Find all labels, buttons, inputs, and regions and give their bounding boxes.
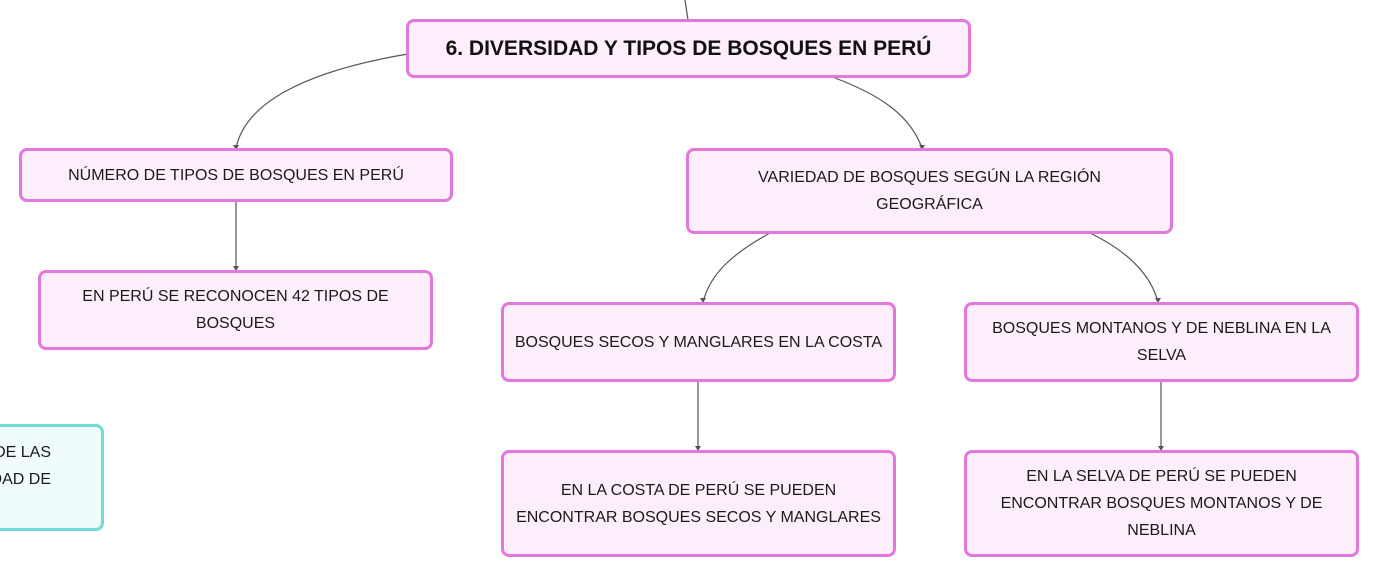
- arrowhead-left-child: [233, 266, 239, 271]
- connector-root-right: [834, 77, 923, 149]
- node-bosques-selva[interactable]: BOSQUES MONTANOS Y DE NEBLINA EN LA SELV…: [964, 302, 1359, 382]
- node-partial-offscreen-text: A DE LAS DAD DE: [0, 439, 51, 493]
- partial-line-2: DAD DE: [0, 471, 51, 488]
- partial-line-1: A DE LAS: [0, 444, 51, 461]
- node-costa-detalle-text: EN LA COSTA DE PERÚ SE PUEDEN ENCONTRAR …: [516, 481, 881, 526]
- connector-root-left: [235, 53, 409, 149]
- arrowhead-jungle: [1155, 298, 1161, 303]
- node-42-tipos[interactable]: EN PERÚ SE RECONOCEN 42 TIPOS DE BOSQUES: [38, 270, 433, 350]
- node-42-tipos-text: EN PERÚ SE RECONOCEN 42 TIPOS DE BOSQUES: [82, 288, 389, 332]
- root-node[interactable]: 6. DIVERSIDAD Y TIPOS DE BOSQUES EN PERÚ: [406, 19, 971, 78]
- arrowhead-coast-child: [695, 446, 701, 451]
- connector-right-coast: [702, 232, 771, 303]
- arrowhead-jungle-child: [1158, 446, 1164, 451]
- connector-right-jungle: [1089, 232, 1159, 303]
- node-bosques-costa-text: BOSQUES SECOS Y MANGLARES EN LA COSTA: [514, 333, 883, 351]
- node-bosques-selva-text: BOSQUES MONTANOS Y DE NEBLINA EN LA SELV…: [992, 320, 1331, 364]
- node-variedad-region-text: VARIEDAD DE BOSQUES SEGÚN LA REGIÓN GEOG…: [758, 169, 1101, 213]
- node-variedad-region[interactable]: VARIEDAD DE BOSQUES SEGÚN LA REGIÓN GEOG…: [686, 148, 1173, 234]
- arrowhead-coast: [700, 298, 706, 303]
- root-node-text: 6. DIVERSIDAD Y TIPOS DE BOSQUES EN PERÚ: [445, 37, 932, 60]
- node-partial-offscreen[interactable]: A DE LAS DAD DE: [0, 424, 104, 531]
- node-selva-detalle[interactable]: EN LA SELVA DE PERÚ SE PUEDEN ENCONTRAR …: [964, 450, 1359, 557]
- arrowhead-right: [919, 145, 925, 150]
- node-bosques-costa[interactable]: BOSQUES SECOS Y MANGLARES EN LA COSTA: [501, 302, 896, 382]
- node-numero-tipos[interactable]: NÚMERO DE TIPOS DE BOSQUES EN PERÚ: [19, 148, 453, 202]
- node-selva-detalle-text: EN LA SELVA DE PERÚ SE PUEDEN ENCONTRAR …: [1000, 468, 1323, 539]
- connector-incoming-root: [684, 0, 689, 21]
- node-costa-detalle[interactable]: EN LA COSTA DE PERÚ SE PUEDEN ENCONTRAR …: [501, 450, 896, 557]
- node-numero-tipos-text: NÚMERO DE TIPOS DE BOSQUES EN PERÚ: [68, 166, 404, 184]
- arrowhead-left: [233, 145, 239, 150]
